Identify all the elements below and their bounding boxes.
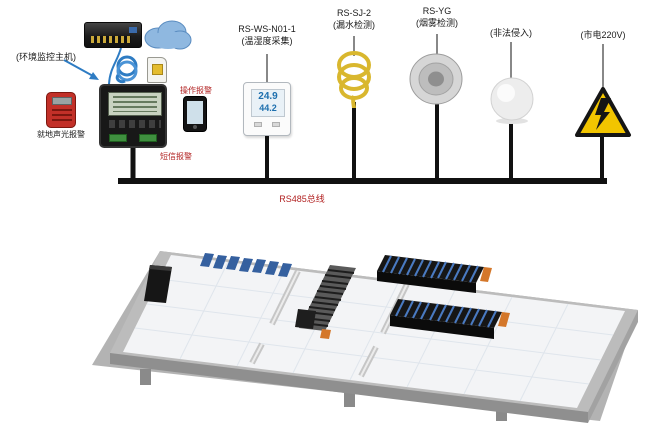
switch-label-tag [129,27,137,33]
temp-humidity-sensor: 24.9 44.2 [243,82,291,136]
sim-card [147,57,167,83]
server-room-illustration [92,251,638,423]
network-cable-coil [115,55,138,84]
bus-label: RS485总线 [279,194,325,204]
temp-humidity-lcd: 24.9 44.2 [251,89,285,117]
host-label: (环境监控主机) [16,52,76,62]
switch-ports [91,36,131,43]
phone-screen [187,101,203,124]
alarm-grill [52,109,72,123]
sensor-button-left [254,122,262,127]
sound-light-alarm-device [46,92,76,128]
smoke-sensor-model: RS-YG [422,6,452,16]
smoke-sensor-label: RS-YG (烟雾检测) [397,6,477,29]
leak-sensor-model: RS-SJ-2 [336,8,371,18]
op-alarm-label: 操作报警 [180,86,212,95]
host-screen-text [113,96,157,112]
sensor-button-right [272,122,280,127]
intrusion-dome-sensor [490,77,534,124]
mobile-phone [183,96,207,132]
leak-sensor-label: RS-SJ-2 (漏水检测) [314,8,394,31]
sms-alarm-label: 短信报警 [160,152,192,161]
leak-sensor-desc: (漏水检测) [333,19,375,30]
temp-sensor-model: RS-WS-N01-1 [238,24,296,34]
host-screen [108,92,162,116]
rs485-bus-wiring [63,34,607,184]
local-alarm-label: 就地声光报警 [37,130,85,139]
smoke-detector [409,53,463,105]
sim-chip [152,64,163,75]
smoke-sensor-desc: (烟雾检测) [416,17,458,28]
cloud-icon [144,20,192,50]
lcd-temperature-value: 24.9 [258,91,278,102]
host-keypad [109,120,161,128]
host-terminal-right [139,134,157,142]
temp-sensor-desc: (温湿度采集) [241,35,293,46]
lcd-humidity-value: 44.2 [259,103,277,113]
monitoring-host-device [99,84,167,148]
alarm-window [52,97,72,105]
phone-home-button [193,125,197,129]
temp-sensor-label: RS-WS-N01-1 (温湿度采集) [227,24,307,47]
network-switch-device [84,22,142,48]
host-terminal-left [109,134,127,142]
mains-power-label: (市电220V) [580,30,626,40]
water-leak-cable-coil [337,51,371,108]
intrusion-sensor-label: (非法侵入) [490,28,532,38]
high-voltage-warning-sign [575,87,631,137]
